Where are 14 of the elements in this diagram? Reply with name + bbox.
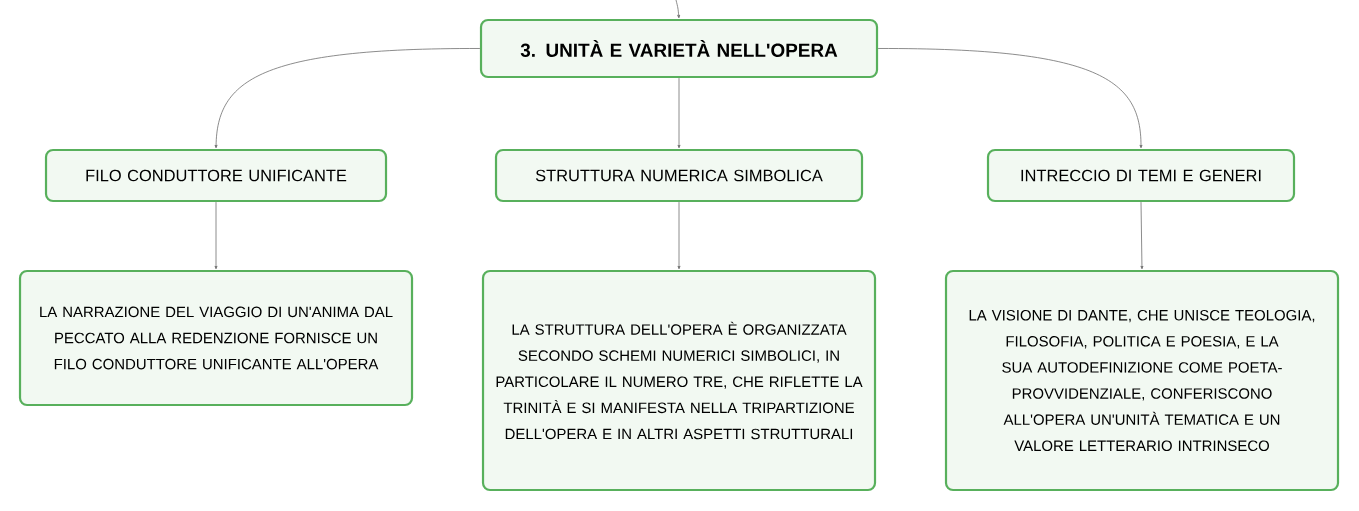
subtopic-box: FILO CONDUTTORE UNIFICANTE — [44, 148, 388, 203]
subtopic-box: STRUTTURA NUMERICA SIMBOLICA — [494, 148, 864, 203]
arrow — [677, 201, 681, 270]
arrow — [675, 0, 681, 19]
arrow — [214, 201, 218, 270]
arrow — [1140, 201, 1144, 270]
description-box: LA STRUTTURA DELL'OPERA È ORGANIZZATA SECONDO SCHEMI NUMERICI SIMBOLICI, IN PARTICOLARE IL NUMERO TRE, CHE RIFLETTE LA TRINITÀ E SI MANIFESTA NELLA TRIPARTIZIONE DELL'OPERA E IN ALTRI ASPETTI STRUTTURALI — [481, 269, 877, 492]
arrow — [214, 48, 481, 149]
arrow — [677, 77, 681, 149]
arrow — [877, 48, 1143, 149]
subtopic-box: INTRECCIO DI TEMI E GENERI — [986, 148, 1296, 203]
topic-box: 3. UNITÀ E VARIETÀ NELL'OPERA — [479, 18, 879, 79]
description-box: LA NARRAZIONE DEL VIAGGIO DI UN'ANIMA DAL PECCATO ALLA REDENZIONE FORNISCE UN FILO CONDUTTORE UNIFICANTE ALL'OPERA — [18, 269, 414, 407]
description-box: LA VISIONE DI DANTE, CHE UNISCE TEOLOGIA, FILOSOFIA, POLITICA E POESIA, E LA SUA AUTODEFINIZIONE COME POETA-PROVVIDENZIALE, CONFERISCONO ALL'OPERA UN'UNITÀ TEMATICA E UN VALORE LETTERARIO INTRINSECO — [944, 269, 1340, 492]
